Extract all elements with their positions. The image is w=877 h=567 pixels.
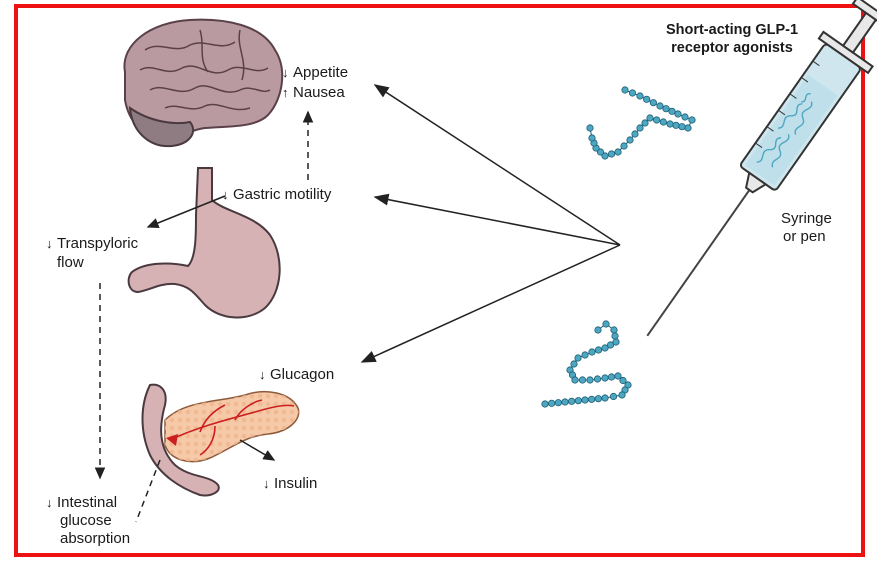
- peptide-bead: [555, 399, 561, 405]
- peptide-bead: [595, 395, 601, 401]
- label-intestinal-absorption: absorption: [60, 530, 130, 548]
- peptide-bead: [615, 149, 621, 155]
- peptide-bead: [548, 400, 554, 406]
- peptide-bead: [542, 401, 548, 407]
- peptide-bead: [647, 115, 653, 121]
- label-insulin: ↓Insulin: [263, 475, 317, 493]
- peptide-bead: [594, 376, 600, 382]
- peptide-bead: [608, 374, 614, 380]
- peptide-bead: [629, 90, 635, 96]
- peptide-bead: [642, 120, 648, 126]
- up-arrow-icon: ↑: [282, 84, 290, 102]
- peptide-bead: [587, 377, 593, 383]
- down-arrow-icon: ↓: [282, 64, 290, 82]
- peptide-bead: [660, 119, 666, 125]
- label-transpyloric: ↓Transpyloric: [46, 235, 138, 253]
- peptide-bead: [621, 143, 627, 149]
- peptide-bead: [571, 361, 577, 367]
- peptide-bead: [682, 114, 688, 120]
- peptide-bead: [608, 151, 614, 157]
- peptide-bead: [587, 125, 593, 131]
- peptide-bead: [667, 121, 673, 127]
- down-arrow-icon: ↓: [222, 186, 230, 204]
- peptide-bead: [582, 352, 588, 358]
- peptide-bead: [589, 349, 595, 355]
- peptide-bead: [627, 137, 633, 143]
- label-or-pen: or pen: [783, 228, 826, 246]
- peptide-bead: [689, 117, 695, 123]
- brain-illustration: [124, 20, 282, 146]
- peptide-bead: [637, 93, 643, 99]
- peptide-bead: [663, 105, 669, 111]
- down-arrow-icon: ↓: [46, 494, 54, 512]
- peptide-bead: [602, 375, 608, 381]
- peptide-bead: [595, 327, 601, 333]
- peptide-bead: [673, 122, 679, 128]
- peptide-bead: [632, 131, 638, 137]
- peptide-bead: [669, 108, 675, 114]
- peptide-bead: [579, 377, 585, 383]
- label-intestinal: ↓Intestinal: [46, 494, 117, 512]
- label-gastric-motility: ↓Gastric motility: [222, 186, 331, 204]
- peptide-bead: [562, 399, 568, 405]
- drug-title-line1: Short-acting GLP-1: [632, 21, 832, 39]
- peptide-bead: [602, 345, 608, 351]
- label-intestinal-glucose: glucose: [60, 512, 112, 530]
- peptide-bead: [685, 125, 691, 131]
- peptide-bead: [588, 396, 594, 402]
- peptide-bead: [602, 395, 608, 401]
- peptide-bead: [653, 117, 659, 123]
- peptide-bead: [612, 333, 618, 339]
- down-arrow-icon: ↓: [263, 475, 271, 493]
- peptide-bead: [679, 123, 685, 129]
- peptide-bead: [643, 96, 649, 102]
- peptide-bead: [610, 393, 616, 399]
- peptide-bead: [657, 103, 663, 109]
- peptide-bead: [582, 397, 588, 403]
- peptide-bead: [589, 135, 595, 141]
- peptide-bead: [619, 392, 625, 398]
- label-appetite: ↓Appetite: [282, 64, 348, 82]
- peptide-bead: [595, 347, 601, 353]
- label-glucagon: ↓Glucagon: [259, 366, 334, 384]
- down-arrow-icon: ↓: [259, 366, 267, 384]
- peptide-bead: [650, 99, 656, 105]
- peptide-bead: [575, 397, 581, 403]
- peptide-bead: [611, 327, 617, 333]
- peptide-bead: [575, 355, 581, 361]
- peptide-bead: [622, 87, 628, 93]
- peptide-bead: [603, 321, 609, 327]
- label-syringe: Syringe: [781, 210, 832, 228]
- down-arrow-icon: ↓: [46, 235, 54, 253]
- peptide-bead: [572, 377, 578, 383]
- peptide-bead: [637, 125, 643, 131]
- label-nausea: ↑Nausea: [282, 84, 345, 102]
- peptide-bead: [568, 398, 574, 404]
- label-transpyloric-flow: flow: [57, 254, 84, 272]
- peptide-bead: [675, 111, 681, 117]
- drug-title-line2: receptor agonists: [632, 39, 832, 57]
